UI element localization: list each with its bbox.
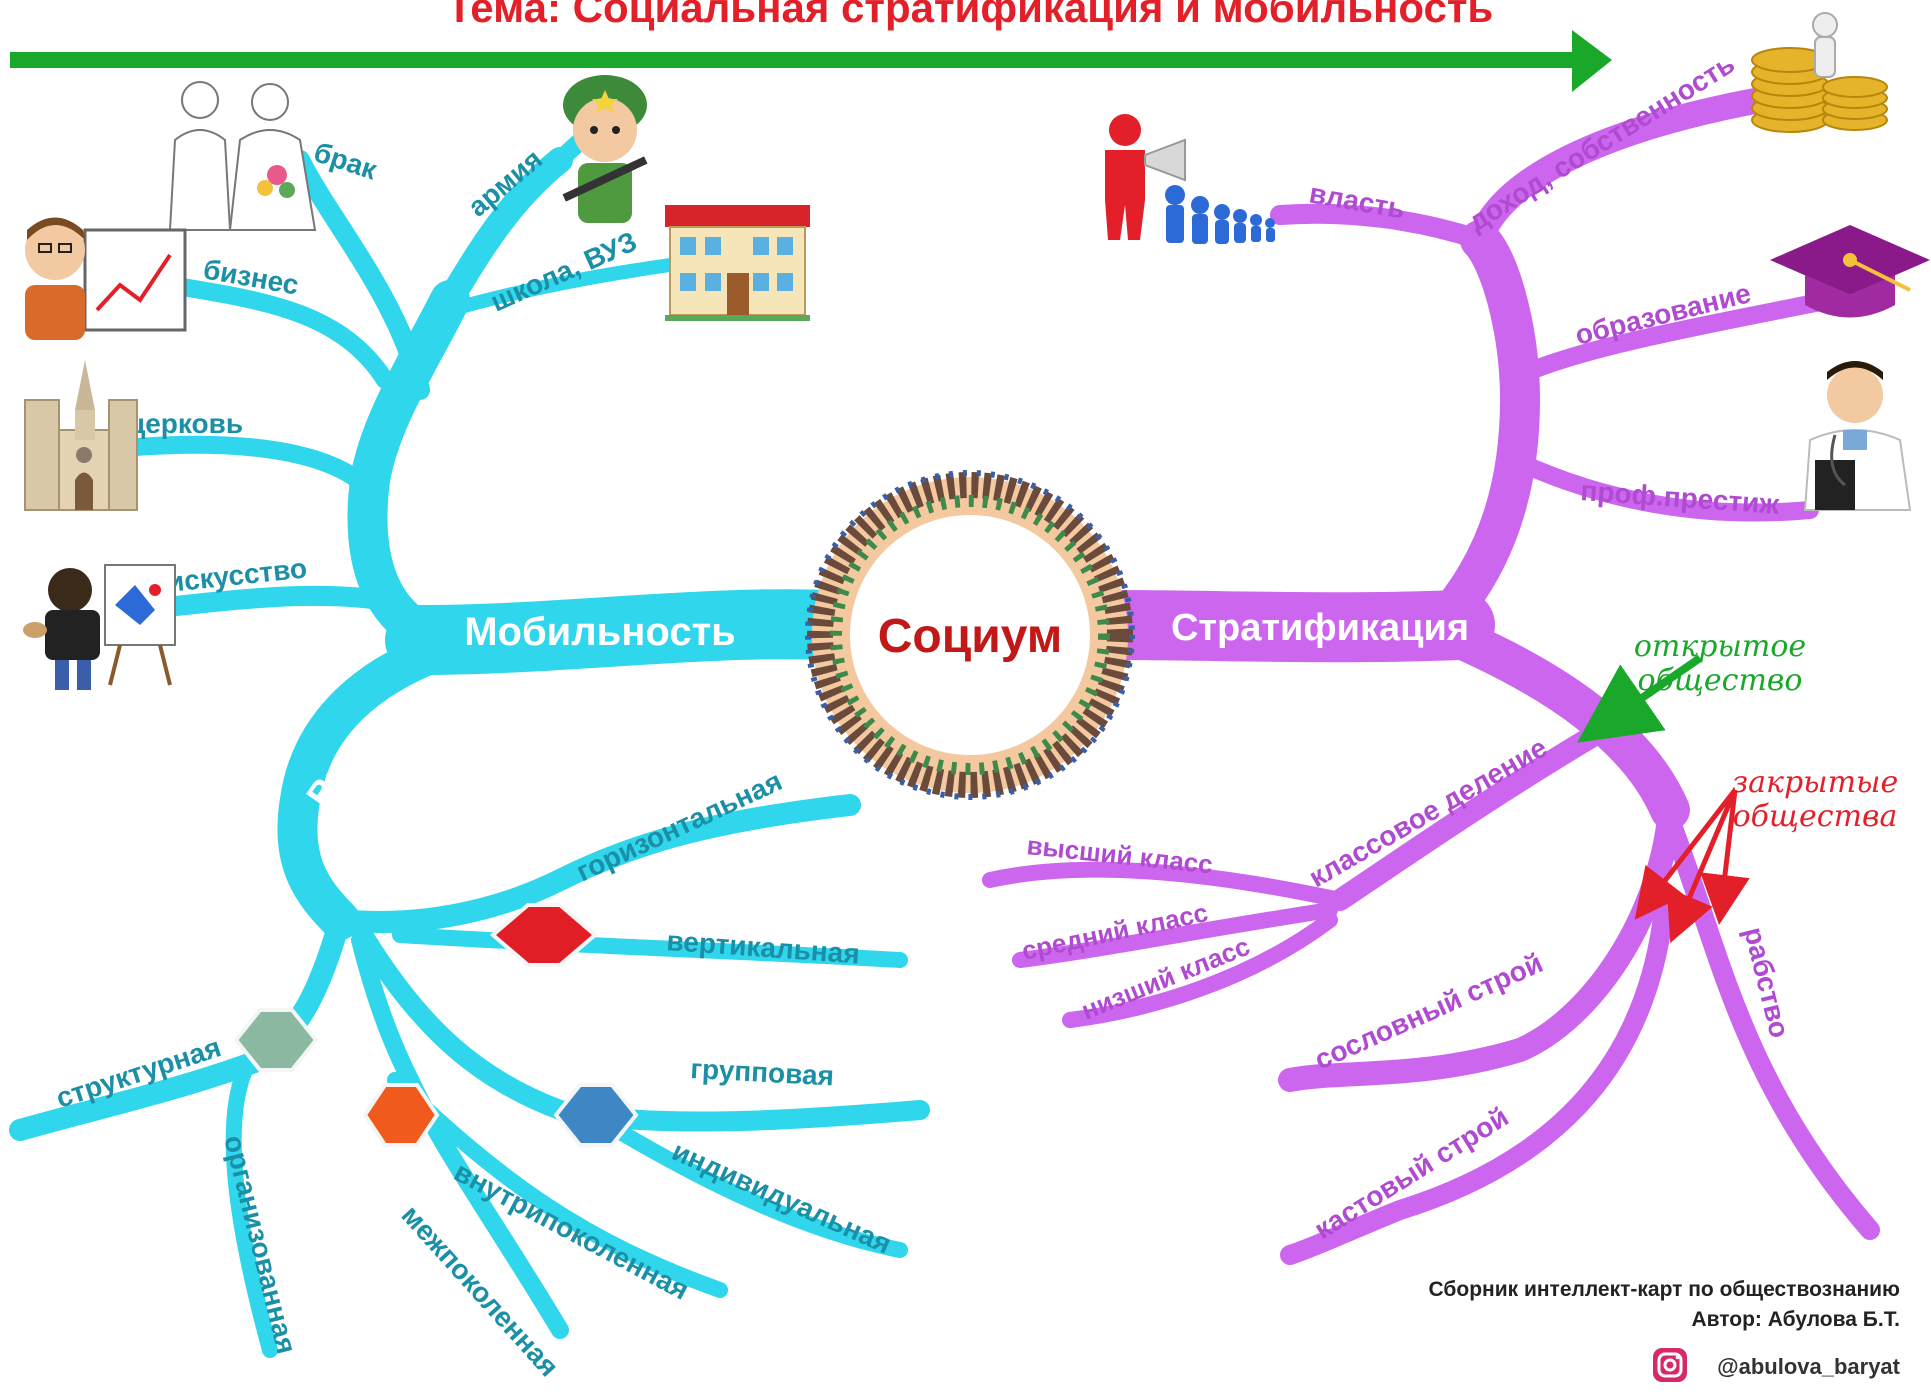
- stratification-label: Стратификация: [1171, 607, 1469, 649]
- closed-society-line2: общества: [1733, 799, 1898, 834]
- coins-stack-icon: [1751, 12, 1888, 133]
- center-node: [805, 470, 1135, 800]
- closed-society-arrows: [1634, 788, 1750, 944]
- mobility-label: Мобильность: [464, 610, 736, 654]
- hexagon-green-marker: [233, 1008, 319, 1072]
- instagram-icon[interactable]: [1653, 1348, 1687, 1382]
- type-vertical: вертикальная: [666, 925, 861, 969]
- criterion-income: доход, собственность: [1463, 48, 1740, 237]
- hexagon-orange-marker: [362, 1083, 440, 1147]
- graduation-cap-icon: [1770, 225, 1930, 318]
- center-label: Социум: [878, 610, 1063, 663]
- school-building-icon: [665, 205, 810, 321]
- bride-groom-icon: [168, 81, 317, 231]
- instagram-handle[interactable]: @abulova_baryat: [1717, 1354, 1901, 1379]
- title-arrow: [10, 30, 1612, 92]
- doctor-icon: [1803, 361, 1912, 511]
- strat-type-class-division: классовое деление: [1304, 732, 1553, 893]
- church-icon: [24, 360, 138, 511]
- closed-society-line1: закрытые: [1732, 765, 1898, 800]
- soldier-icon: [562, 75, 648, 223]
- businessman-chart-icon: [25, 217, 187, 340]
- channel-church: церковь: [128, 408, 243, 439]
- criteria-label: Критерии: [1419, 292, 1503, 476]
- hexagon-blue-marker: [553, 1083, 639, 1147]
- page-title: Тема: Социальная стратификация и мобильн…: [447, 0, 1494, 31]
- painter-icon: [23, 564, 176, 690]
- hexagon-red-marker: [489, 903, 599, 967]
- open-society-arrow: [1577, 654, 1703, 743]
- open-society-line1: открытое: [1634, 629, 1806, 664]
- footer-author: Автор: Абулова Б.Т.: [1691, 1308, 1900, 1331]
- leader-megaphone-icon: [1105, 114, 1275, 244]
- type-individual: индивидуальная: [668, 1135, 896, 1259]
- type-group: групповая: [690, 1053, 835, 1091]
- footer-collection: Сборник интеллект-карт по обществознанию: [1429, 1278, 1901, 1301]
